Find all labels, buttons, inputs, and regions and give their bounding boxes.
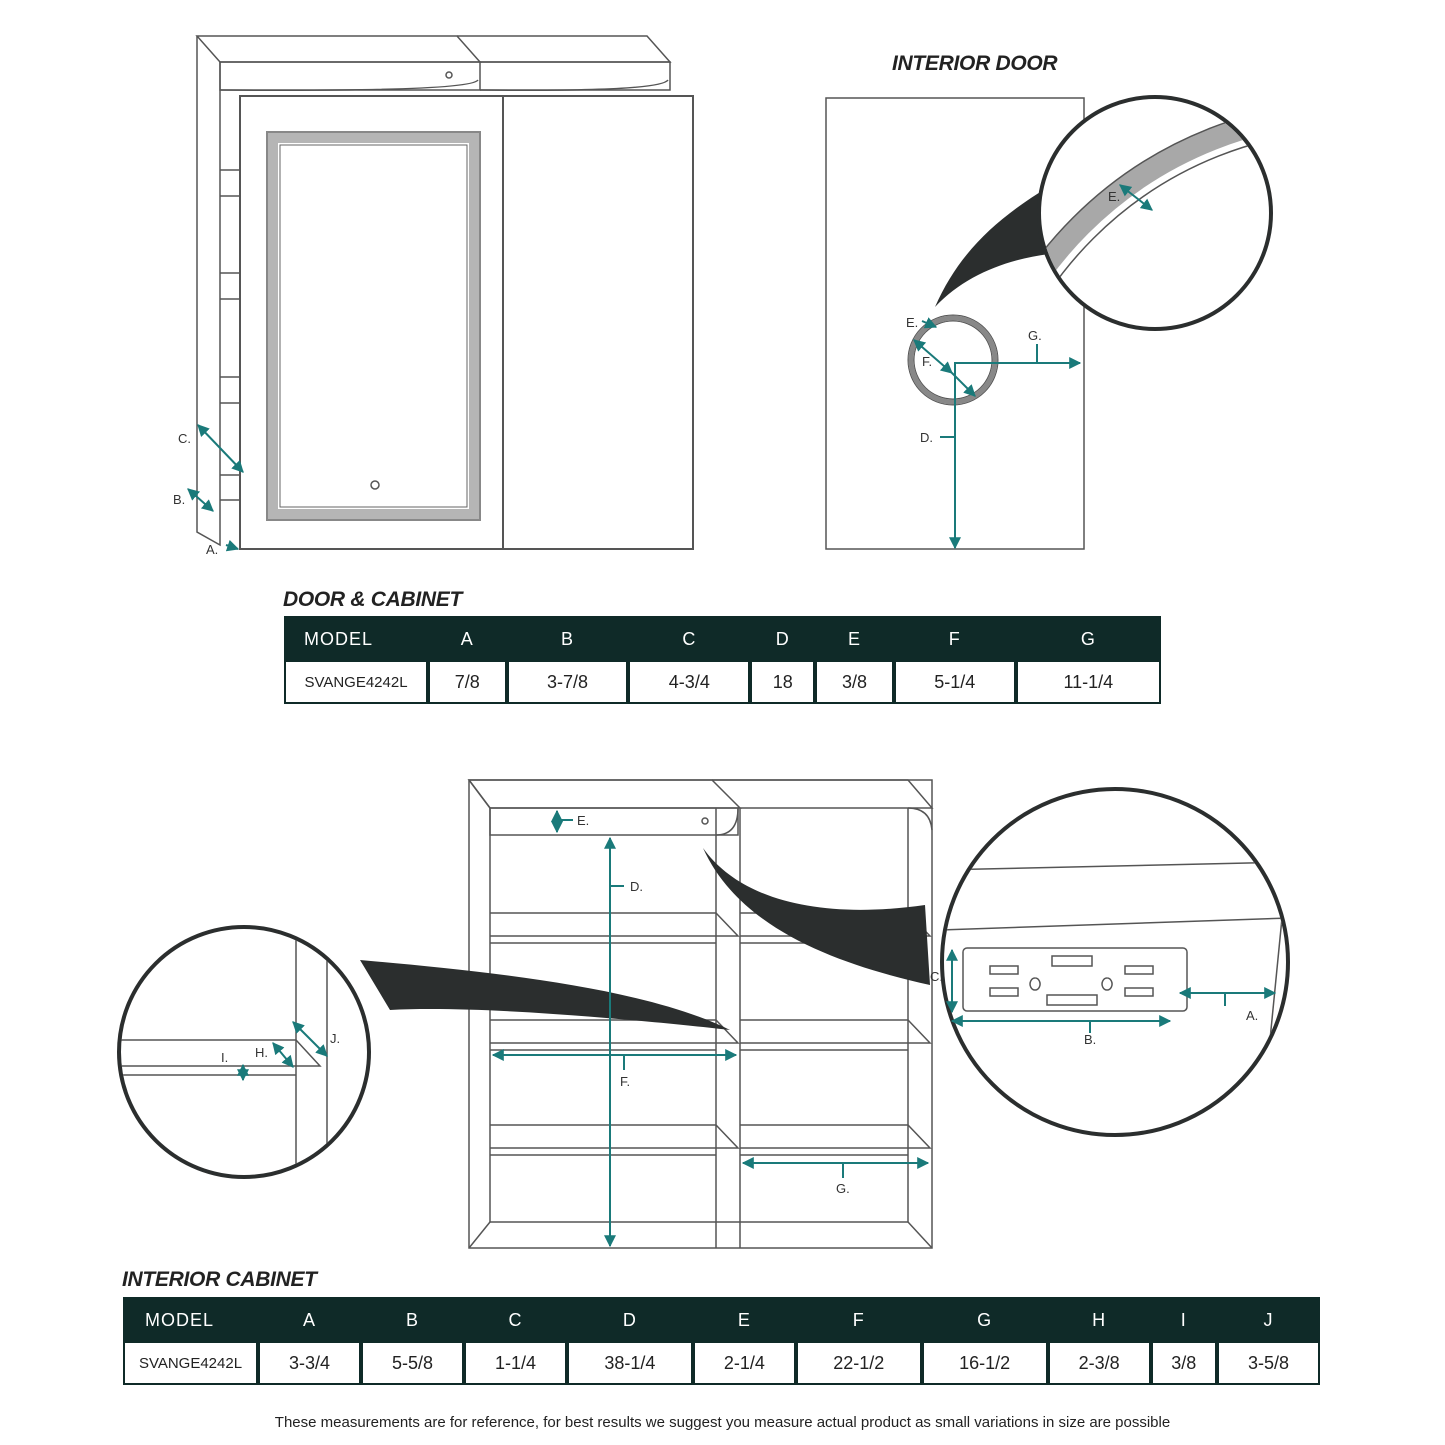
cabinet-label-g: G.	[836, 1181, 850, 1196]
outlet-zoom-circle	[940, 787, 1290, 1137]
shelf-zoom-circle	[117, 925, 371, 1179]
table-cell: 3-3/4	[258, 1343, 361, 1385]
table-cell: 1-1/4	[463, 1343, 567, 1385]
door-cabinet-table: MODEL A B C D E F G SVANGE4242L 7/8 3-7/…	[284, 616, 1161, 704]
table-header-cell: D	[566, 1297, 693, 1343]
table-row: SVANGE4242L 3-3/4 5-5/8 1-1/4 38-1/4 2-1…	[123, 1343, 1320, 1385]
table-cell: 4-3/4	[628, 662, 751, 704]
door-dimensions	[913, 184, 1153, 550]
cabinet-label-d: D.	[630, 879, 643, 894]
shelf-zoom-label-j: J.	[330, 1031, 340, 1046]
front-label-c: C.	[178, 431, 191, 446]
table-cell: 5-5/8	[360, 1343, 464, 1385]
door-zoom-label-e: E.	[1108, 189, 1120, 204]
table-header-cell: E	[692, 1297, 796, 1343]
table-header-row: MODEL A B C D E F G	[284, 616, 1161, 662]
table-header-cell: A	[428, 616, 507, 662]
door-callout-pointer	[935, 180, 1070, 307]
door-label-g: G.	[1028, 328, 1042, 343]
door-label-d: D.	[920, 430, 933, 445]
table-header-cell: F	[795, 1297, 922, 1343]
door-cabinet-title: DOOR & CABINET	[283, 588, 462, 611]
table-header-row: MODEL A B C D E F G H I J	[123, 1297, 1320, 1343]
cabinet-label-f: F.	[620, 1074, 630, 1089]
table-header-cell: MODEL	[123, 1297, 258, 1343]
table-cell: 3/8	[1150, 1343, 1217, 1385]
table-cell: 16-1/2	[921, 1343, 1048, 1385]
cabinet-right-callout-pointer	[703, 848, 930, 985]
cabinet-left-callout-pointer	[360, 960, 730, 1030]
table-cell: 2-1/4	[692, 1343, 796, 1385]
table-row: SVANGE4242L 7/8 3-7/8 4-3/4 18 3/8 5-1/4…	[284, 662, 1161, 704]
table-header-cell: B	[360, 1297, 464, 1343]
table-header-cell: MODEL	[284, 616, 428, 662]
door-label-f: F.	[922, 354, 932, 369]
footnote: These measurements are for reference, fo…	[274, 1414, 1171, 1431]
table-header-cell: C	[628, 616, 751, 662]
interior-cabinet-table: MODEL A B C D E F G H I J SVANGE4242L 3-…	[123, 1297, 1320, 1385]
outlet-zoom-label-b: B.	[1084, 1032, 1096, 1047]
table-header-cell: H	[1047, 1297, 1151, 1343]
cabinet-label-e: E.	[577, 813, 589, 828]
interior-door-title: INTERIOR DOOR	[892, 52, 1058, 75]
table-cell: 22-1/2	[795, 1343, 922, 1385]
table-header-cell: F	[893, 616, 1016, 662]
table-cell: 3-5/8	[1216, 1343, 1320, 1385]
table-header-cell: E	[815, 616, 894, 662]
table-cell: 3-7/8	[506, 662, 629, 704]
front-cabinet-view	[195, 35, 694, 550]
table-cell: 38-1/4	[566, 1343, 693, 1385]
table-cell-model: SVANGE4242L	[123, 1343, 258, 1385]
interior-cabinet-title: INTERIOR CABINET	[122, 1268, 317, 1291]
door-label-e: E.	[906, 315, 918, 330]
outlet-zoom-label-a: A.	[1246, 1008, 1258, 1023]
table-cell: 11-1/4	[1015, 662, 1161, 704]
front-label-b: B.	[173, 492, 185, 507]
shelf-zoom-label-h: H.	[255, 1045, 268, 1060]
interior-cabinet-view	[467, 779, 934, 1249]
front-dimensions	[187, 424, 244, 552]
table-cell: 5-1/4	[893, 662, 1016, 704]
table-header-cell: G	[921, 1297, 1048, 1343]
table-header-cell: J	[1216, 1297, 1320, 1343]
cabinet-dimensions	[237, 809, 1277, 1248]
table-header-cell: D	[750, 616, 816, 662]
door-zoom-circle	[1037, 95, 1273, 331]
table-header-cell: I	[1150, 1297, 1217, 1343]
outlet-zoom-label-c: C.	[930, 969, 943, 984]
table-cell: 7/8	[428, 662, 507, 704]
table-header-cell: A	[258, 1297, 361, 1343]
front-label-a: A.	[206, 542, 218, 557]
table-header-cell: C	[463, 1297, 567, 1343]
table-cell: 2-3/8	[1047, 1343, 1151, 1385]
table-cell-model: SVANGE4242L	[284, 662, 428, 704]
table-cell: 18	[750, 662, 816, 704]
table-cell: 3/8	[815, 662, 894, 704]
table-header-cell: B	[506, 616, 629, 662]
shelf-zoom-label-i: I.	[221, 1050, 228, 1065]
table-header-cell: G	[1015, 616, 1161, 662]
